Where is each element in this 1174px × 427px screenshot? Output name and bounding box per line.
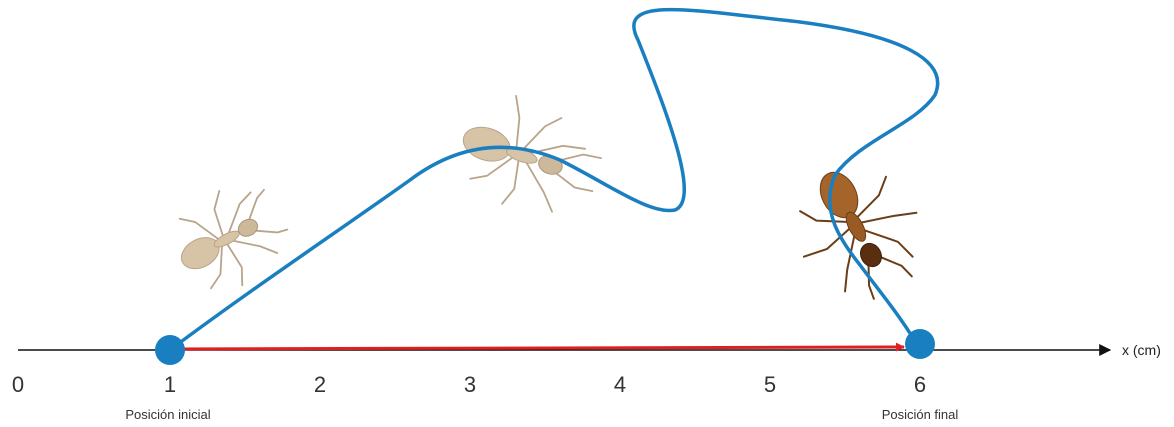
final-position-marker — [905, 329, 935, 359]
tick-label-0: 0 — [12, 372, 24, 397]
ant-icon-light — [448, 84, 613, 229]
tick-label-5: 5 — [764, 372, 776, 397]
tick-label-4: 4 — [614, 372, 626, 397]
initial-position-marker — [155, 335, 185, 365]
axis-label: x (cm) — [1122, 342, 1161, 358]
initial-position-label: Posición inicial — [125, 407, 210, 422]
tick-label-6: 6 — [914, 372, 926, 397]
tick-label-3: 3 — [464, 372, 476, 397]
tick-labels: 0 1 2 3 4 5 6 — [12, 372, 926, 397]
tick-label-2: 2 — [314, 372, 326, 397]
displacement-arrow — [172, 347, 904, 349]
tick-label-1: 1 — [164, 372, 176, 397]
ant-icon-brown — [775, 146, 943, 319]
final-position-label: Posición final — [882, 407, 959, 422]
ant-icon-light — [161, 171, 300, 305]
